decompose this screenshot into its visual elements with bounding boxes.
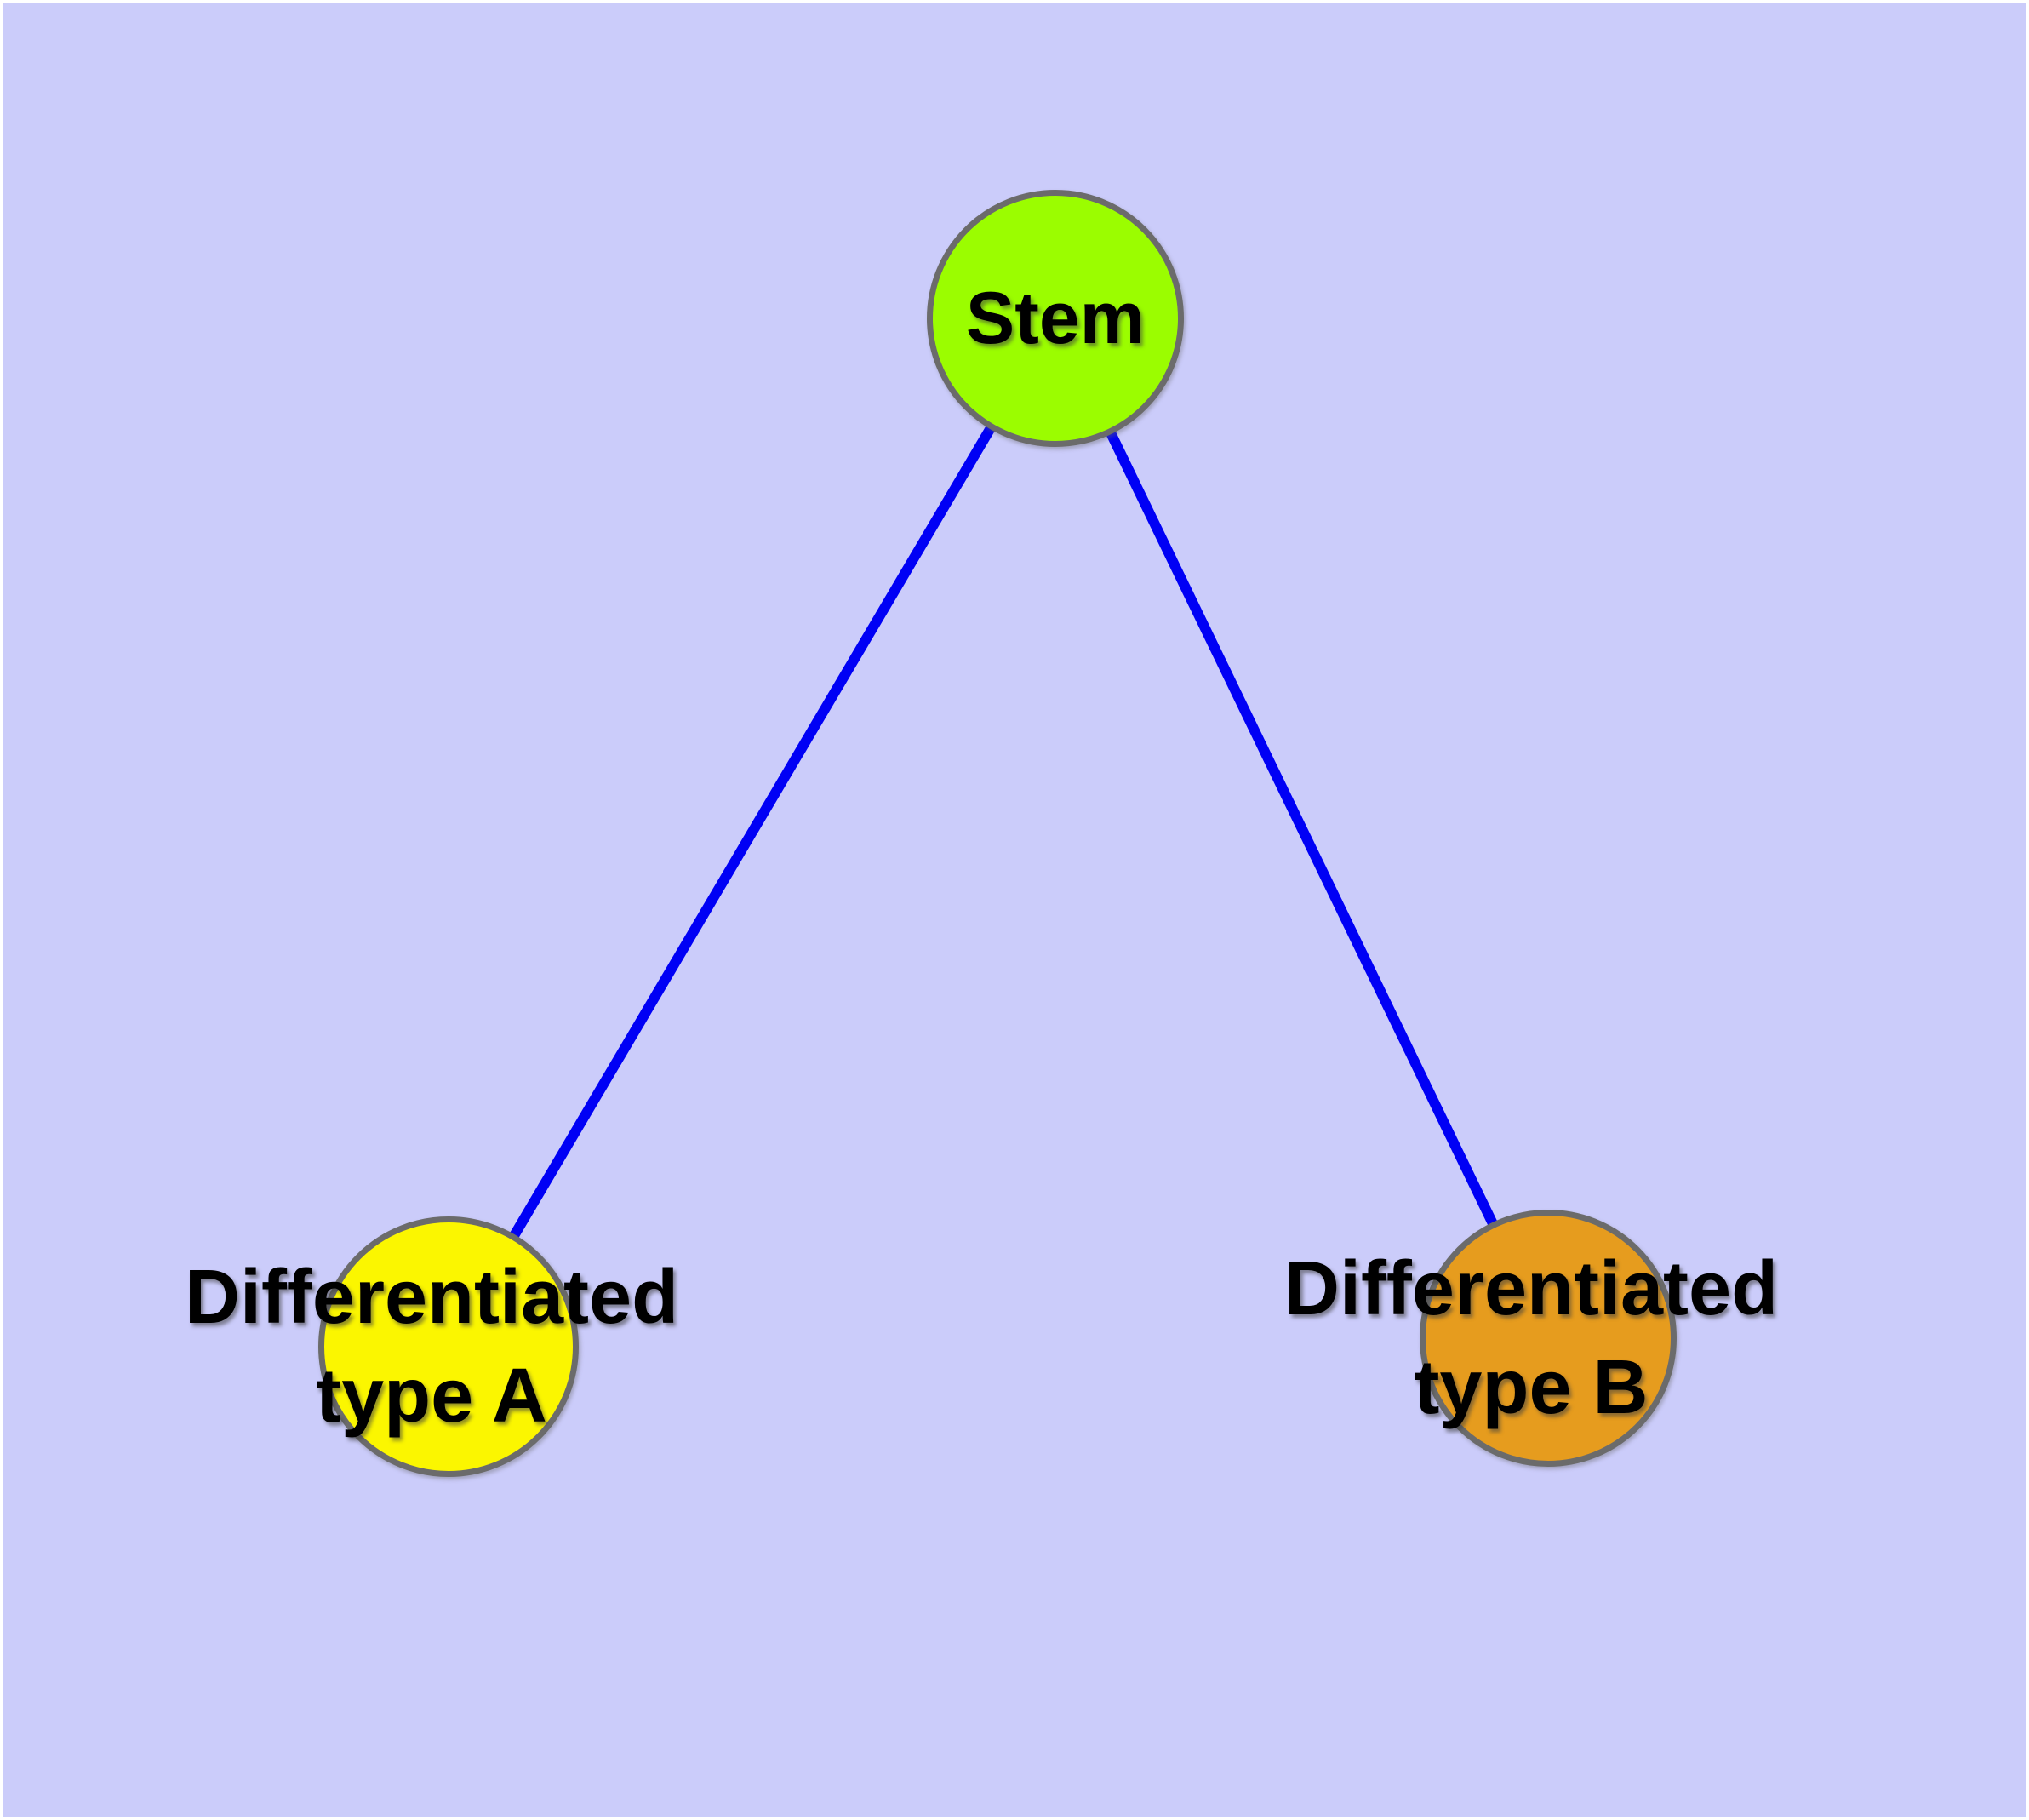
- node-label-differentiated-type-b: Differentiated type B: [1284, 1239, 1778, 1437]
- node-differentiated-type-a: [318, 1216, 579, 1477]
- edge-stem-to-type-a: [443, 315, 1060, 1350]
- node-label-line: Differentiated: [1283, 1246, 1779, 1331]
- node-label-line: Differentiated: [184, 1255, 679, 1340]
- node-differentiated-type-b: [1420, 1210, 1677, 1467]
- node-stem: [927, 190, 1184, 447]
- node-label-stem: Stem: [965, 278, 1146, 359]
- edge-stem-to-type-b: [1050, 316, 1553, 1341]
- node-label-line: type B: [1414, 1345, 1649, 1430]
- figure-background: Stem Differentiated type A Differentiate…: [3, 3, 2026, 1817]
- node-label-line: type A: [316, 1354, 547, 1439]
- node-label-differentiated-type-a: Differentiated type A: [185, 1248, 678, 1445]
